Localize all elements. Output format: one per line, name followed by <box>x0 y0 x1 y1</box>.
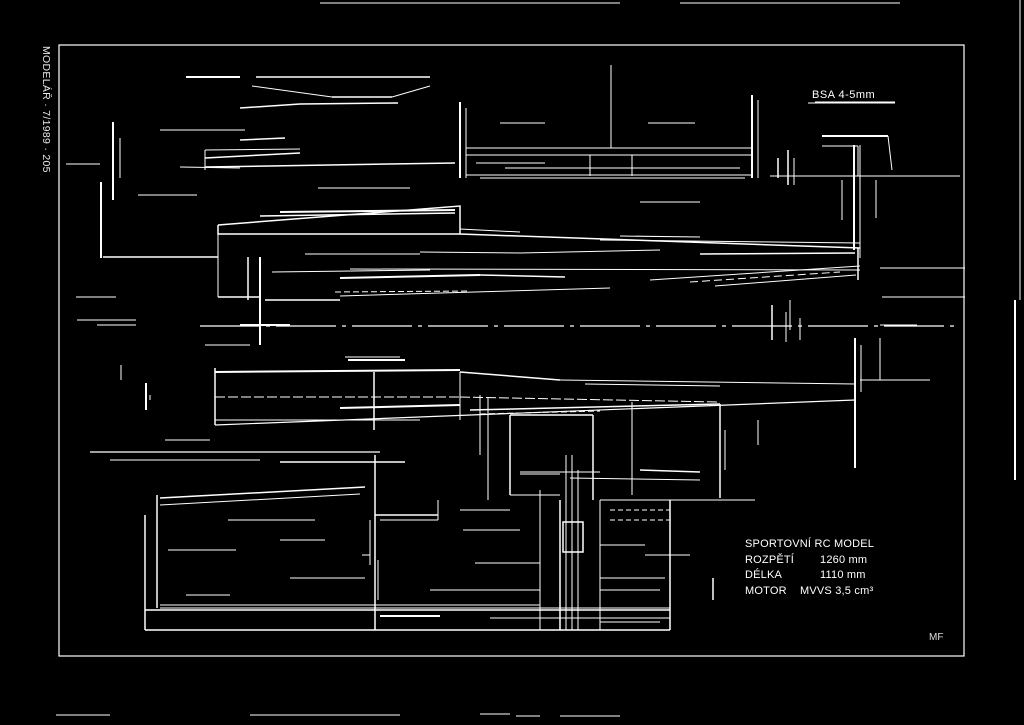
drawing-frame <box>58 44 965 657</box>
spec-title: SPORTOVNÍ RC MODEL <box>745 538 875 550</box>
spec-value: 1110 mm <box>820 569 866 581</box>
publication-label-text: MODELÁŘ · 7/1989 · 205 <box>40 46 52 173</box>
material-note: BSA 4-5mm <box>812 89 876 101</box>
stabilizer-detail <box>459 65 759 203</box>
author-signature: MF <box>929 632 944 643</box>
spec-table: SPORTOVNÍ RC MODEL ROZPĚTÍ 1260 mm DÉLKA… <box>745 537 945 599</box>
scan-marks <box>56 0 1021 717</box>
spec-row-span: ROZPĚTÍ 1260 mm <box>745 553 945 569</box>
tail-fin <box>770 101 960 468</box>
spec-row-length: DÉLKA 1110 mm <box>745 568 945 584</box>
fuselage-top-view <box>217 145 965 345</box>
publication-label: MODELÁŘ · 7/1989 · 205 <box>38 46 52 186</box>
spec-key: DÉLKA <box>745 569 783 581</box>
spec-row-motor: MOTOR MVVS 3,5 cm³ <box>745 584 945 600</box>
spec-value: 1260 mm <box>820 553 868 566</box>
wing-sections <box>160 76 456 170</box>
spec-title-row: SPORTOVNÍ RC MODEL <box>745 537 945 553</box>
spec-value: MVVS 3,5 cm³ <box>800 584 874 597</box>
wing-plan-view <box>144 455 755 631</box>
spec-key: ROZPĚTÍ <box>745 553 795 566</box>
fuselage-side-view <box>90 356 856 500</box>
left-ticks <box>66 122 218 410</box>
spec-key: MOTOR <box>745 584 787 597</box>
